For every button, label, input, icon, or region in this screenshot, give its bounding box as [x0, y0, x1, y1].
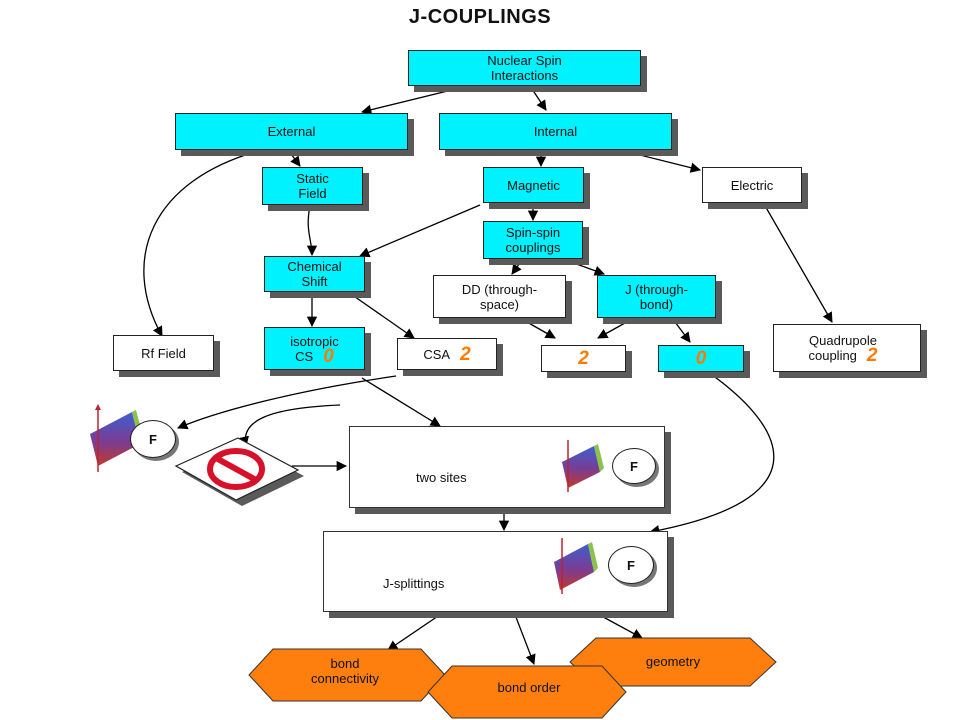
node-label: coupling	[808, 348, 857, 363]
node-label: Magnetic	[507, 177, 560, 193]
arrow-spin-j	[559, 257, 605, 276]
node-label: Nuclear Spin	[487, 53, 562, 68]
node-magnetic: Magnetic	[483, 167, 584, 203]
page-title: J-COUPLINGS	[408, 6, 552, 28]
arrow-dd-2	[519, 317, 556, 339]
arrow-electric-quadrupole	[763, 203, 833, 323]
arrow-static-chemical	[306, 205, 318, 257]
node-rf-field: Rf Field	[113, 335, 214, 371]
node-label: CSA	[423, 346, 451, 362]
outcome-bond-connectivity-shape	[248, 648, 446, 702]
rotor-f-label: F	[630, 458, 638, 474]
node-label: Electric	[730, 177, 774, 193]
outcome-bond-order: bond order	[497, 680, 561, 695]
outcome-bond-order-shape	[427, 665, 627, 719]
arrow-panel-bondorder	[513, 611, 536, 665]
tensor-rank-number: 0	[323, 345, 334, 367]
arrow-panel-connectivity	[387, 611, 445, 651]
rotor-f-badge: F	[612, 448, 656, 484]
arrow-curve-nosign	[238, 404, 341, 448]
arrow-panel-geometry	[593, 611, 643, 639]
outcome-geometry-shape	[569, 637, 777, 687]
tensor-rank-number: 0	[695, 348, 707, 369]
arrow-isotropic-panel	[361, 377, 441, 427]
node-j-rank: 0	[658, 345, 744, 372]
node-quadrupole-coupling: Quadrupole coupling 2	[773, 324, 921, 372]
node-csa: CSA 2	[397, 338, 497, 370]
node-spin-spin-couplings: Spin-spin couplings	[483, 221, 583, 259]
node-label: isotropic	[290, 333, 339, 349]
node-label-row: coupling 2	[808, 345, 878, 366]
node-dd-rank: 2	[541, 345, 626, 372]
sample-rotor-icon	[562, 440, 604, 492]
node-label: DD (through-	[461, 281, 538, 297]
node-label: CS	[295, 348, 314, 364]
node-label-row: CSA 2	[423, 343, 471, 365]
arrow-csa-rotor	[177, 375, 397, 430]
outcome-label: connectivity	[311, 671, 379, 686]
node-label: Shift	[301, 274, 328, 289]
node-label: Static	[296, 171, 329, 186]
arrow-magnetic-chemical	[359, 204, 481, 258]
arrow-nuclear-internal	[529, 85, 547, 111]
arrow-j-0	[671, 317, 691, 343]
node-label: Chemical	[287, 259, 342, 274]
tensor-rank-number: 2	[578, 348, 589, 369]
arrow-chemical-csa	[347, 291, 415, 339]
node-external: External	[175, 113, 408, 150]
node-electric: Electric	[702, 167, 802, 203]
tensor-rank-number: 2	[460, 343, 471, 365]
node-label: Internal	[533, 124, 578, 139]
node-label: bond)	[639, 296, 674, 312]
outcome-geometry: geometry	[645, 654, 701, 669]
arrow-j-2	[597, 317, 635, 339]
arrow-spin-dd	[511, 259, 523, 275]
arrow-j0-rotor	[648, 371, 775, 536]
node-label: External	[267, 124, 316, 139]
node-label: space)	[479, 296, 520, 312]
rotor-f-badge: F	[608, 546, 654, 584]
sample-rotor-icon	[554, 538, 598, 594]
node-label: Interactions	[490, 68, 559, 83]
arrow-external-rf	[143, 149, 263, 337]
node-label: Quadrupole	[809, 333, 877, 348]
rotor-f-label: F	[149, 431, 157, 447]
node-nuclear-spin-interactions: Nuclear Spin Interactions	[408, 50, 641, 86]
node-label-row: CS 0	[295, 345, 334, 367]
node-label: Field	[298, 186, 327, 201]
node-chemical-shift: Chemical Shift	[264, 256, 365, 292]
arrow-nuclear-external	[360, 85, 469, 115]
node-j-through-bond: J (through- bond)	[597, 275, 716, 318]
node-static-field: Static Field	[262, 167, 363, 205]
rotor-f-label: F	[627, 557, 635, 573]
tensor-rank-number: 2	[866, 345, 878, 366]
node-internal: Internal	[439, 113, 672, 150]
node-label: couplings	[505, 240, 561, 255]
node-dd-through-space: DD (through- space)	[433, 275, 566, 318]
outcome-bond-connectivity: bond connectivity	[300, 656, 390, 686]
arrow-external-static	[287, 149, 301, 167]
rotor-f-badge: F	[130, 420, 176, 458]
node-label: Rf Field	[141, 345, 186, 361]
outcome-label: bond	[330, 656, 360, 671]
no-entry-icon	[174, 437, 304, 506]
node-isotropic-cs: isotropic CS 0	[264, 327, 365, 370]
panel-two-sites-label: two sites	[416, 470, 467, 485]
panel-j-splittings-label: J-splittings	[383, 576, 445, 591]
arrow-internal-electric	[619, 149, 702, 173]
node-label: J (through-	[625, 281, 688, 297]
node-label: Spin-spin	[505, 225, 561, 240]
